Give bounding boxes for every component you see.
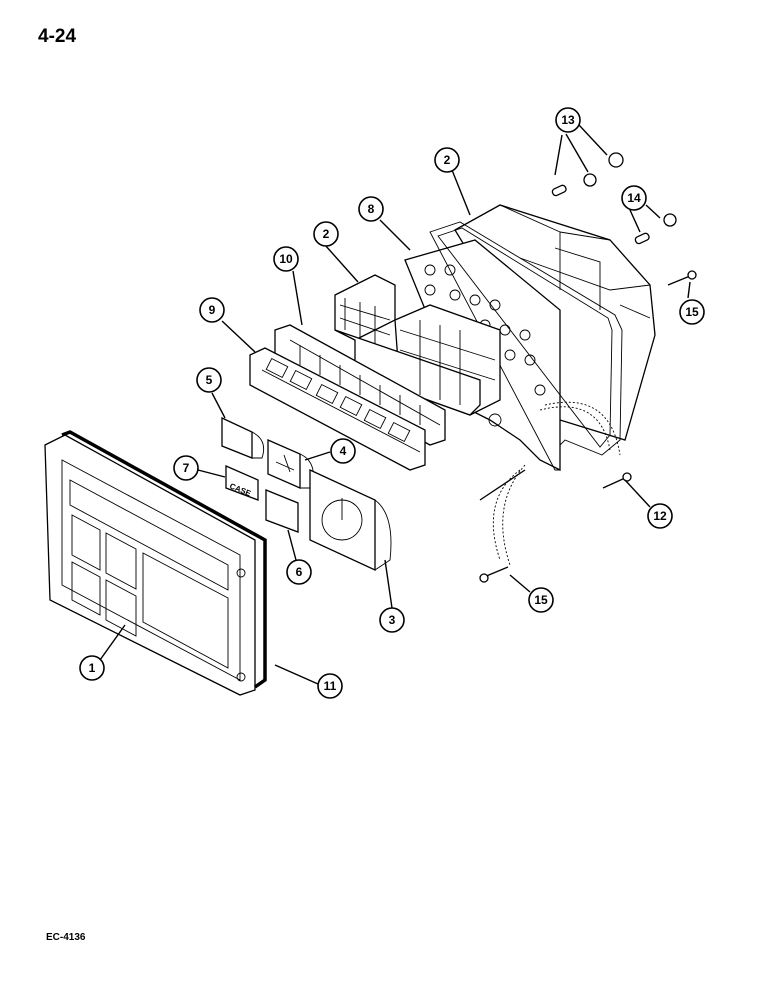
bulb-socket-14 <box>634 213 677 245</box>
bulb-socket-13 <box>551 152 624 197</box>
callout-2-front: 2 <box>313 221 339 247</box>
front-bezel-part <box>44 434 256 696</box>
callout-6: 6 <box>286 559 312 585</box>
callout-2-rear: 2 <box>434 147 460 173</box>
svg-text:4: 4 <box>340 444 347 458</box>
svg-text:6: 6 <box>296 565 303 579</box>
switch-panel-part <box>221 416 265 459</box>
wire-harness <box>479 401 621 566</box>
callout-15-bottom: 15 <box>528 587 554 613</box>
svg-text:3: 3 <box>389 613 396 627</box>
blank-cover-part <box>265 489 299 533</box>
figure-code: EC-4136 <box>46 932 86 943</box>
svg-text:10: 10 <box>279 252 293 266</box>
svg-text:8: 8 <box>368 202 375 216</box>
screw-top-right <box>667 270 697 286</box>
callout-4: 4 <box>330 438 356 464</box>
callout-15-top: 15 <box>679 299 705 325</box>
warning-lens-part <box>249 347 426 471</box>
callout-9: 9 <box>199 297 225 323</box>
leader-lines <box>99 124 691 685</box>
svg-text:9: 9 <box>209 303 216 317</box>
svg-text:5: 5 <box>206 373 213 387</box>
callout-12: 12 <box>647 503 673 529</box>
svg-text:13: 13 <box>561 113 575 127</box>
callout-7: 7 <box>173 455 199 481</box>
gasket-frame <box>429 221 623 471</box>
svg-text:15: 15 <box>534 593 548 607</box>
svg-text:12: 12 <box>653 509 667 523</box>
screw-bottom <box>479 566 509 583</box>
indicator-gauge-part <box>267 439 314 489</box>
svg-text:2: 2 <box>444 153 451 167</box>
callout-14: 14 <box>621 185 647 211</box>
svg-text:7: 7 <box>183 461 190 475</box>
callout-1: 1 <box>79 655 105 681</box>
svg-text:14: 14 <box>627 191 641 205</box>
callout-11: 11 <box>317 673 343 699</box>
callout-10: 10 <box>273 246 299 272</box>
screw-right <box>602 472 632 489</box>
callout-13: 13 <box>555 107 581 133</box>
svg-text:2: 2 <box>323 227 330 241</box>
tachometer-part <box>309 468 392 572</box>
svg-text:11: 11 <box>324 679 337 693</box>
svg-text:15: 15 <box>685 305 699 319</box>
callout-5: 5 <box>196 367 222 393</box>
svg-text:1: 1 <box>89 661 96 675</box>
callout-3: 3 <box>379 607 405 633</box>
callout-8: 8 <box>358 196 384 222</box>
case-badge-part: CASE <box>225 465 259 501</box>
page-number: 4-24 <box>38 26 77 47</box>
seal-part <box>61 430 267 689</box>
